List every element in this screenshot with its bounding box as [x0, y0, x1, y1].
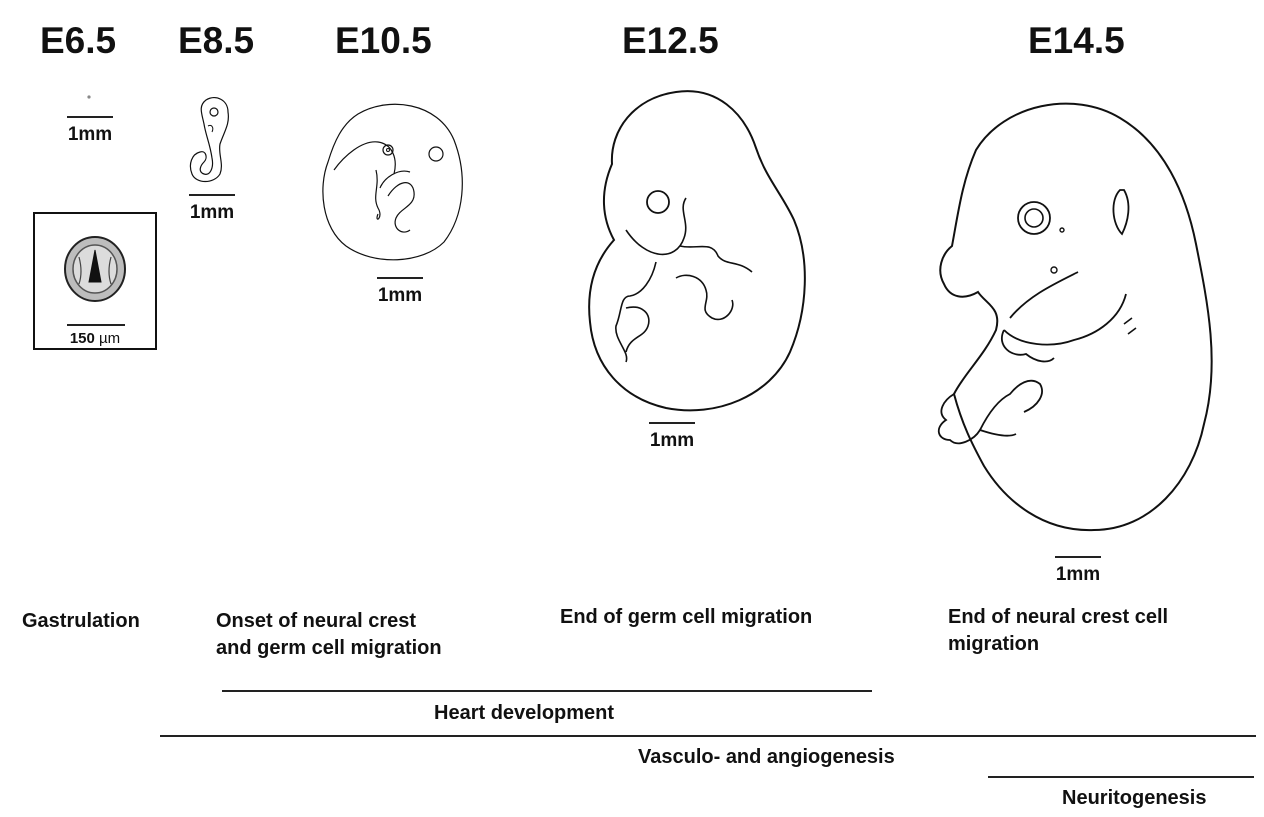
scale-bar-e10-5: 1mm: [370, 277, 430, 307]
scale-bar-e14-5: 1mm: [1048, 556, 1108, 586]
embryo-e12-5: [586, 90, 806, 416]
scale-bar-e8-5: 1mm: [182, 194, 242, 224]
event-onset-line1: Onset of neural crest: [216, 608, 442, 635]
stage-label-e12-5: E12.5: [622, 20, 719, 62]
event-end-germ-cell-migration: End of germ cell migration: [560, 604, 812, 631]
event-end-neural-line1: End of neural crest cell: [948, 604, 1168, 631]
event-end-neural-crest-migration: End of neural crest cell migration: [948, 604, 1168, 658]
stage-label-e10-5: E10.5: [335, 20, 432, 62]
event-gastrulation: Gastrulation: [22, 608, 140, 635]
embryo-e10-5: [318, 96, 468, 266]
neuritogenesis-span: [988, 776, 1254, 778]
scale-label-e6-5: 1mm: [68, 124, 112, 145]
gastrula-inset: 150 µm: [33, 212, 157, 350]
embryo-e14-5: [924, 94, 1224, 534]
stage-label-e6-5: E6.5: [40, 20, 116, 62]
vasculo-angiogenesis-label: Vasculo- and angiogenesis: [638, 746, 895, 769]
heart-development-span: [222, 690, 872, 692]
neuritogenesis-label: Neuritogenesis: [1062, 787, 1206, 810]
inset-scale-label: 150 µm: [35, 330, 155, 347]
scale-label-e12-5: 1mm: [650, 430, 694, 451]
scale-bar-e12-5: 1mm: [642, 422, 702, 452]
embryo-e6-5-dot: [86, 94, 92, 100]
scale-label-e8-5: 1mm: [190, 202, 234, 223]
event-onset-neural-crest: Onset of neural crest and germ cell migr…: [216, 608, 442, 662]
event-onset-line2: and germ cell migration: [216, 635, 442, 662]
scale-label-e14-5: 1mm: [1056, 564, 1100, 585]
stage-label-e14-5: E14.5: [1028, 20, 1125, 62]
scale-bar-e6-5: 1mm: [60, 116, 120, 146]
heart-development-label: Heart development: [434, 702, 614, 725]
stage-label-e8-5: E8.5: [178, 20, 254, 62]
event-end-neural-line2: migration: [948, 631, 1168, 658]
vasculo-angiogenesis-span: [160, 735, 1256, 737]
scale-label-e10-5: 1mm: [378, 285, 422, 306]
embryo-e8-5: [184, 92, 234, 188]
